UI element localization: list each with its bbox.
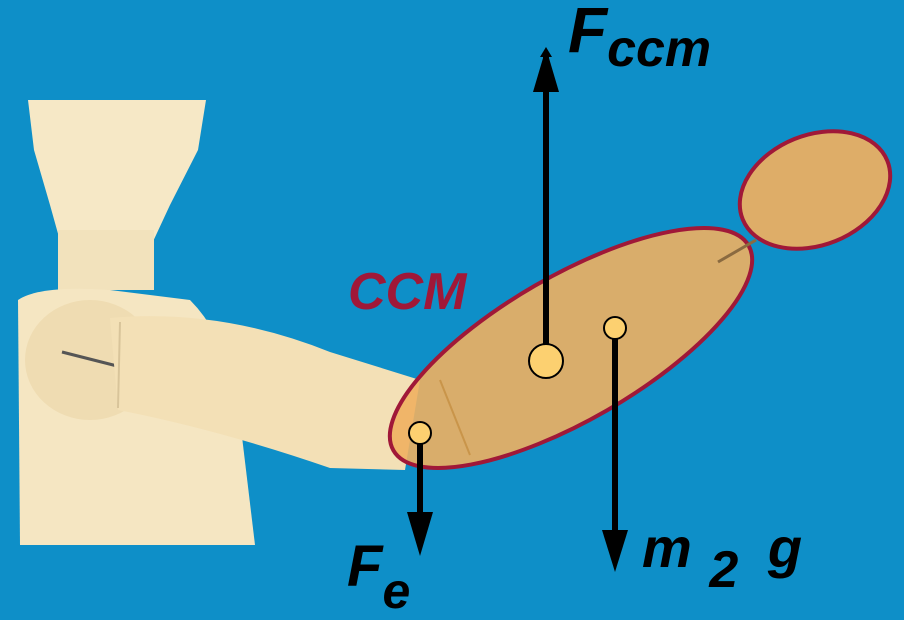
weight-label: m 2 g bbox=[642, 520, 802, 576]
f-e-label: Fe bbox=[347, 538, 410, 596]
mannequin-figure bbox=[18, 100, 420, 545]
center-of-mass-point bbox=[529, 344, 563, 378]
ccm-label: CCM bbox=[348, 262, 466, 322]
weight-g: g bbox=[768, 516, 802, 579]
weight-point bbox=[604, 317, 626, 339]
elbow-force-point bbox=[409, 422, 431, 444]
weight-m: m bbox=[642, 516, 692, 579]
f-e-main: F bbox=[347, 534, 382, 599]
f-e-arrowhead bbox=[407, 512, 433, 556]
f-ccm-label: Fccm bbox=[568, 0, 711, 62]
weight-arrowhead bbox=[602, 530, 628, 572]
f-ccm-subscript: ccm bbox=[607, 20, 711, 78]
weight-subscript: 2 bbox=[709, 541, 738, 599]
f-e-subscript: e bbox=[382, 563, 410, 619]
f-ccm-arrowhead bbox=[533, 48, 559, 92]
f-ccm-main: F bbox=[568, 0, 607, 66]
